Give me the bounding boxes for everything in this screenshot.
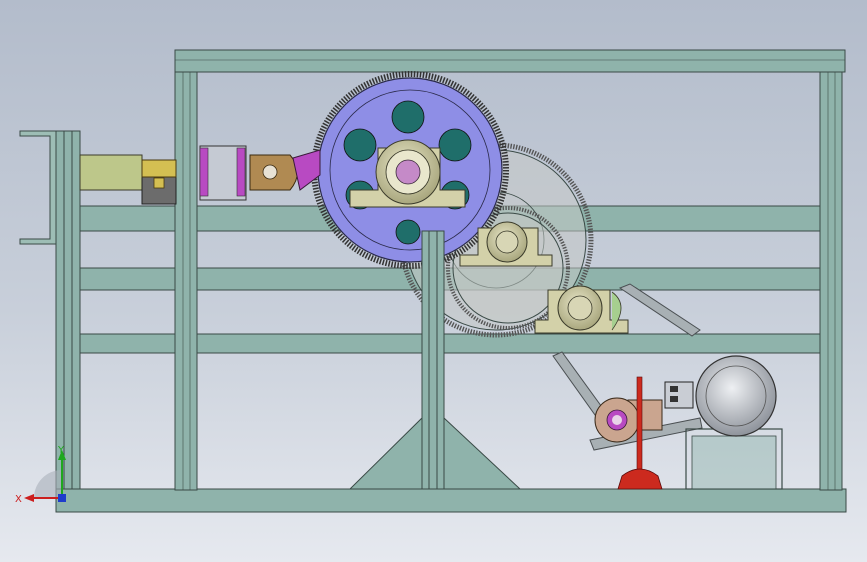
gear-hole-1 [391,100,425,134]
shaft-hub [395,159,421,185]
tension-pulley [594,397,663,443]
left-outer-post [55,130,81,512]
bearing-block-lower [534,285,629,334]
right-post [819,71,843,491]
linkage-assembly [79,145,321,205]
center-support [348,230,522,490]
electric-motor [664,355,777,437]
motor-terminal-box [664,381,694,409]
top-rail [174,49,846,73]
triad-x-label: X [15,494,22,505]
motor-base [685,428,783,490]
bearing-block-main [349,139,466,208]
gear-hole-2 [438,128,472,162]
triad-y-label: Y [57,445,65,456]
leveling-foot [617,376,663,490]
left-mount-bracket [19,130,57,245]
drive-sleeve [79,154,143,191]
gear-hole-6 [395,219,421,245]
coordinate-triad-icon: X Y [15,445,66,505]
gear-hole-3 [343,128,377,162]
connecting-rod [292,149,321,191]
left-inner-post [174,71,198,491]
bearing-block-middle [459,221,553,267]
rack-gear [141,159,177,178]
support-gusset [348,416,423,490]
base-rail [55,488,847,513]
